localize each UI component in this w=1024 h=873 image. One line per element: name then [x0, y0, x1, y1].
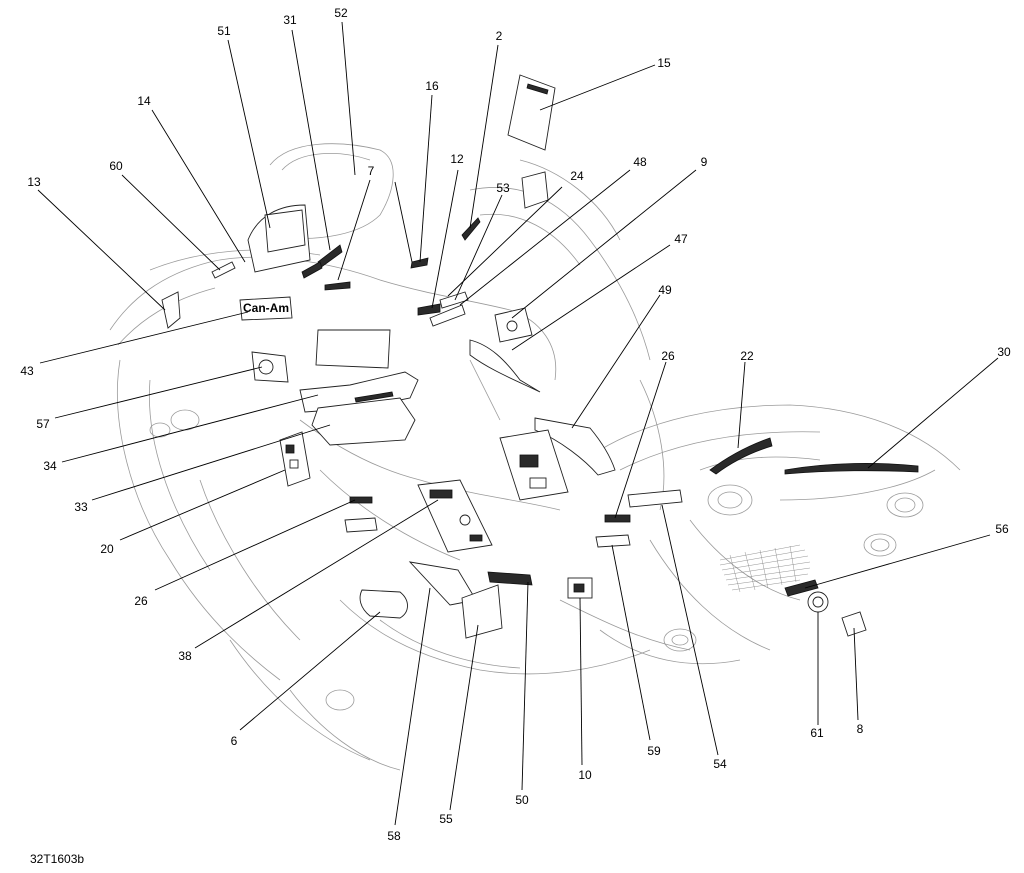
callout-number: 30 [997, 345, 1011, 359]
callout-number: 16 [425, 79, 439, 93]
drawing-id: 32T1603b [30, 852, 85, 866]
callout-number: 34 [43, 459, 57, 473]
callout-number: 24 [570, 169, 584, 183]
callout-number: 2 [496, 29, 503, 43]
can-am-decal-text: Can-Am [243, 301, 289, 315]
callout-number: 38 [178, 649, 192, 663]
callout-number: 26 [134, 594, 148, 608]
callout-number: 43 [20, 364, 34, 378]
callout-number: 8 [857, 722, 864, 736]
callout-number: 10 [578, 768, 592, 782]
rear-grille [719, 544, 811, 593]
callout-number: 49 [658, 283, 672, 297]
callout-number: 47 [674, 232, 688, 246]
callout-number: 48 [633, 155, 647, 169]
callout-number: 20 [100, 542, 114, 556]
callout-number: 59 [647, 744, 661, 758]
leader-lines [37, 21, 999, 826]
callout-number: 52 [334, 6, 348, 20]
callout-number: 6 [231, 734, 238, 748]
callout-number: 53 [496, 181, 510, 195]
callout-number: 51 [217, 24, 231, 38]
callout-number: 12 [450, 152, 464, 166]
callout-number: 26 [661, 349, 675, 363]
callout-number: 55 [439, 812, 453, 826]
callout-number: 13 [27, 175, 41, 189]
callout-number: 9 [701, 155, 708, 169]
callout-number: 31 [283, 13, 297, 27]
can-am-decal: Can-Am [239, 296, 293, 321]
callout-number: 15 [657, 56, 671, 70]
vehicle-body-outline [109, 143, 961, 771]
callout-number: 33 [74, 500, 88, 514]
callout-number: 56 [995, 522, 1009, 536]
callout-number: 7 [368, 164, 375, 178]
callout-number: 22 [740, 349, 754, 363]
callout-number: 58 [387, 829, 401, 843]
callout-number: 50 [515, 793, 529, 807]
callout-number: 57 [36, 417, 50, 431]
callout-number: 14 [137, 94, 151, 108]
callout-number: 60 [109, 159, 123, 173]
decal-parts: Can-Am [161, 74, 919, 639]
callout-number: 54 [713, 757, 727, 771]
callout-number: 61 [810, 726, 824, 740]
callout-numbers: 51 31 52 2 15 14 16 60 7 12 53 24 48 9 1… [20, 6, 1011, 843]
